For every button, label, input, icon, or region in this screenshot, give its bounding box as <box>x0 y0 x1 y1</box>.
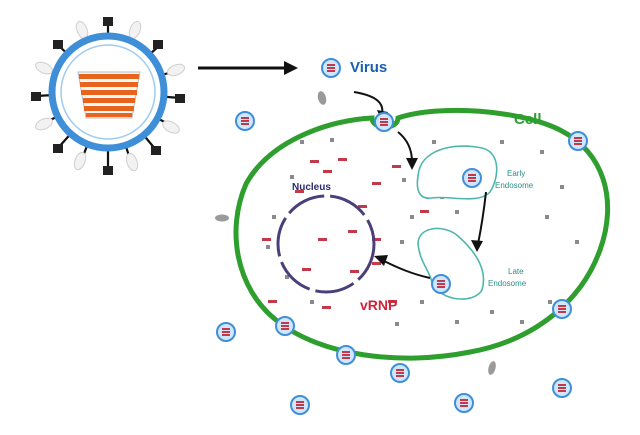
virion-petals <box>35 20 186 172</box>
small-virion <box>216 322 236 342</box>
nucleus-label: Nucleus <box>292 182 331 193</box>
virion-spike-tips <box>31 17 185 175</box>
small-virion <box>431 274 451 294</box>
small-virion <box>390 363 410 383</box>
vrnp-particles <box>262 158 429 309</box>
small-virion <box>552 378 572 398</box>
small-virion <box>321 58 341 78</box>
entry-arrow <box>198 61 298 75</box>
debris-particles <box>215 91 496 375</box>
virus-label: Virus <box>350 59 387 76</box>
early-endosome-label: Early Endosome <box>495 169 534 190</box>
cell-label: Cell <box>514 111 542 128</box>
nucleus-envelope <box>276 194 376 294</box>
small-virion <box>275 316 295 336</box>
small-virion <box>290 395 310 415</box>
small-virion <box>374 112 394 132</box>
small-virion <box>552 299 572 319</box>
small-virion <box>462 168 482 188</box>
small-virion <box>235 111 255 131</box>
vrnp-label: vRNP <box>360 297 397 313</box>
late-endosome-label: Late Endosome <box>488 267 527 288</box>
virion-rnp-core <box>77 71 141 119</box>
large-virion <box>31 17 186 175</box>
small-virion <box>568 131 588 151</box>
small-virion <box>336 345 356 365</box>
small-virions <box>216 58 588 415</box>
small-virion <box>454 393 474 413</box>
virion-inner-ring <box>60 44 156 140</box>
